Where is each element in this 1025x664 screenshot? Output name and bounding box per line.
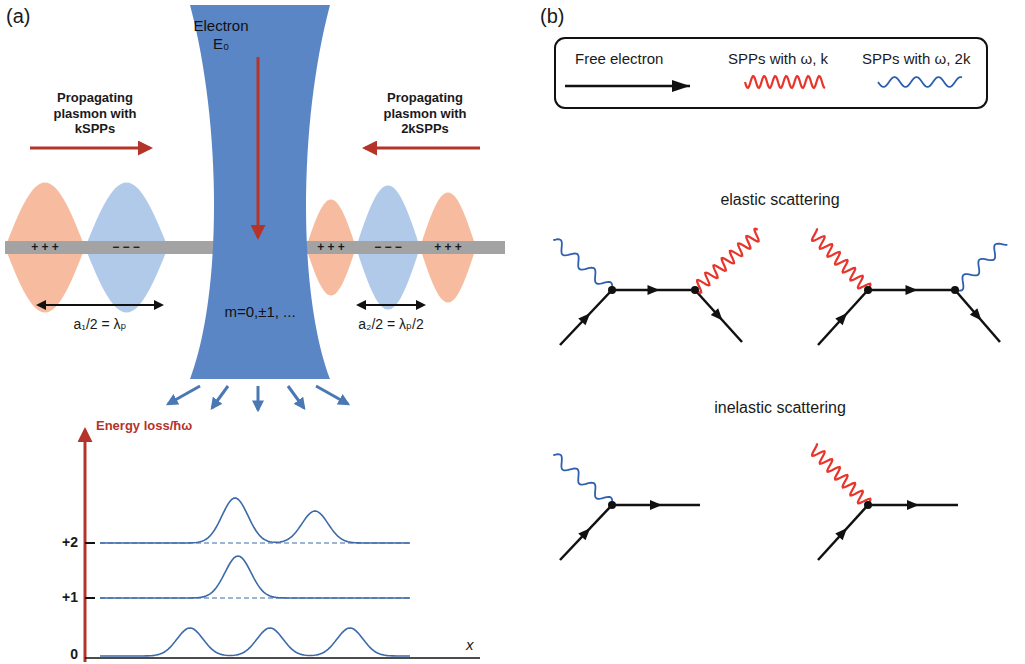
label: +1 [62, 589, 78, 606]
vertex [864, 286, 872, 294]
energy-axis [84, 430, 87, 662]
electron-arrow [906, 285, 918, 295]
electron-arrow [257, 57, 260, 237]
feynman-diagrams [553, 76, 1007, 560]
charge-label: + + + [31, 240, 59, 254]
label: +2 [62, 534, 78, 551]
label: a₁/2 = λₚ [73, 316, 126, 333]
legend-text: SPPs with ω, k [728, 50, 828, 68]
label: inelastic scattering [714, 398, 846, 417]
label: 0 [70, 646, 78, 663]
label: x [466, 636, 474, 654]
tick [85, 542, 95, 544]
electron-line [560, 290, 612, 345]
electron-arrow [711, 308, 726, 324]
electron-arrow [835, 310, 850, 326]
electron-line [818, 290, 868, 345]
vertex [608, 286, 616, 294]
energy-spectra [100, 498, 410, 656]
spp-2k-line [553, 239, 612, 290]
tick [85, 597, 95, 599]
electron-line [560, 505, 612, 560]
dimension-arrow [38, 304, 162, 306]
charge-label: + + + [317, 240, 345, 254]
vertex [864, 501, 872, 509]
beam-label: Electron E₀ [190, 17, 252, 53]
electron-line [818, 505, 868, 560]
charge-label: − − − [374, 240, 402, 254]
electron-arrow [578, 525, 594, 541]
propagation-arrow [365, 147, 480, 150]
vertex [951, 286, 959, 294]
charge-label: − − − [112, 240, 140, 254]
spp-k-line [812, 443, 871, 505]
spp-k-line [745, 76, 825, 88]
electron-line [955, 290, 1000, 342]
electron-beam: Electron E₀ m=0,±1, ... [150, 5, 370, 379]
electron-arrow [835, 525, 850, 541]
label: Energy loss/ħω [96, 418, 192, 434]
legend-text: Free electron [575, 50, 663, 68]
spp-2k-line [878, 77, 962, 87]
dimension-arrow [358, 304, 424, 306]
legend-arrow [672, 80, 690, 92]
vertex [691, 286, 699, 294]
loss-curve [100, 628, 410, 656]
label: Propagating plasmon with kSPPs [33, 90, 158, 137]
label: Propagating plasmon with 2kSPPs [360, 90, 490, 137]
panel-label: (a) [6, 4, 30, 28]
spp-2k-line [955, 244, 1007, 291]
electron-arrow [578, 310, 594, 326]
scatter-arrows [168, 386, 348, 410]
beam-outline [150, 5, 370, 379]
spp-k-line [695, 229, 759, 293]
label: elastic scattering [720, 190, 839, 209]
legend-box [555, 38, 987, 108]
legend-text: SPPs with ω, 2k [862, 50, 970, 68]
loss-curve [100, 556, 410, 598]
electron-arrow [970, 308, 985, 324]
propagation-arrow [30, 147, 150, 150]
vertex [608, 501, 616, 509]
electron-line [695, 290, 742, 342]
electron-arrow [907, 500, 919, 510]
loss-curve [100, 498, 410, 543]
panel-label: (b) [540, 4, 564, 28]
charge-label: + + + [434, 240, 462, 254]
spp-2k-line [553, 454, 612, 505]
electron-arrow [648, 285, 660, 295]
electron-arrow [650, 500, 662, 510]
beam-label: m=0,±1, ... [224, 303, 295, 321]
x-axis [85, 657, 480, 659]
spp-k-line [812, 228, 871, 290]
beam-shape [190, 5, 330, 379]
label: a₂/2 = λₚ/2 [358, 316, 424, 333]
electron-line [565, 85, 690, 88]
